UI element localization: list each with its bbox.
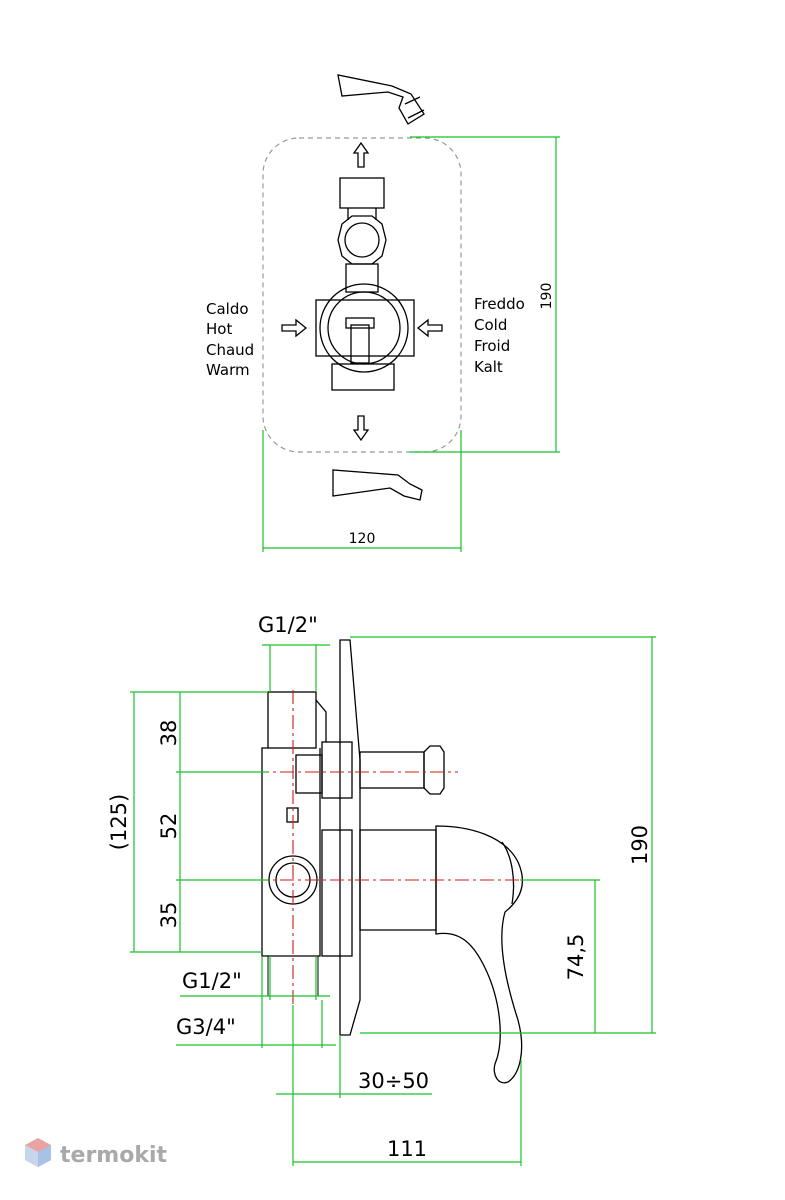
dim-190-label: 190 xyxy=(539,283,555,310)
dimension-thread-bottom-1: G1/2" xyxy=(180,956,330,1000)
thread-bottom-1-label: G1/2" xyxy=(182,969,242,993)
dim-74-5-label: 74,5 xyxy=(564,934,588,981)
brand-watermark: termokit xyxy=(25,1138,167,1168)
thread-bottom-2-label: G3/4" xyxy=(176,1015,236,1039)
arrow-right-icon xyxy=(281,318,308,338)
dim-190-side-label: 190 xyxy=(628,825,652,865)
label-warm: Warm xyxy=(206,361,250,379)
dim-35-label: 35 xyxy=(157,902,181,929)
dimension-111: 111 xyxy=(292,1005,522,1166)
dimension-74-5: 74,5 xyxy=(520,879,600,1033)
thread-top-label: G1/2" xyxy=(258,613,318,637)
brand-name: termokit xyxy=(60,1143,167,1168)
label-cold: Cold xyxy=(474,316,507,334)
side-view: G1/2" 190 74,5 38 52 35 (125) xyxy=(107,613,656,1166)
dimension-left-stack: 38 52 35 (125) xyxy=(107,691,268,953)
dim-111-label: 111 xyxy=(387,1137,427,1161)
dim-120-label: 120 xyxy=(349,531,376,547)
dimension-thread-top: G1/2" xyxy=(258,613,330,692)
label-caldo: Caldo xyxy=(206,300,249,318)
spout-icon xyxy=(332,469,423,501)
arrow-up-icon xyxy=(352,141,370,168)
dimension-30-50: 30÷50 xyxy=(276,1035,432,1098)
label-hot: Hot xyxy=(206,320,232,338)
arrow-left-icon xyxy=(416,318,443,338)
termokit-logo-icon xyxy=(25,1138,51,1167)
dim-38-label: 38 xyxy=(157,720,181,747)
dimension-190-side: 190 xyxy=(350,636,656,1034)
valve-body xyxy=(315,177,415,391)
shower-head-icon xyxy=(337,74,425,125)
dimension-thread-bottom-2: G3/4" xyxy=(176,956,336,1048)
dim-125-label: (125) xyxy=(107,794,131,850)
top-view: Caldo Hot Chaud Warm Freddo Cold Froid K… xyxy=(206,74,560,552)
dimension-120: 120 xyxy=(262,430,462,552)
label-chaud: Chaud xyxy=(206,341,254,359)
cover-plate-side xyxy=(339,639,361,1036)
label-freddo: Freddo xyxy=(474,295,525,313)
label-kalt: Kalt xyxy=(474,358,503,376)
dim-30-50-label: 30÷50 xyxy=(358,1069,429,1093)
dim-52-label: 52 xyxy=(157,813,181,840)
valve-body-side xyxy=(261,691,353,996)
cover-plate-outline xyxy=(262,137,462,453)
center-lines xyxy=(180,690,530,1005)
arrow-down-icon xyxy=(352,415,370,442)
lever-handle xyxy=(359,825,523,1084)
diverter-knob xyxy=(359,745,445,795)
dimension-190-top: 190 xyxy=(410,136,560,453)
label-froid: Froid xyxy=(474,337,510,355)
